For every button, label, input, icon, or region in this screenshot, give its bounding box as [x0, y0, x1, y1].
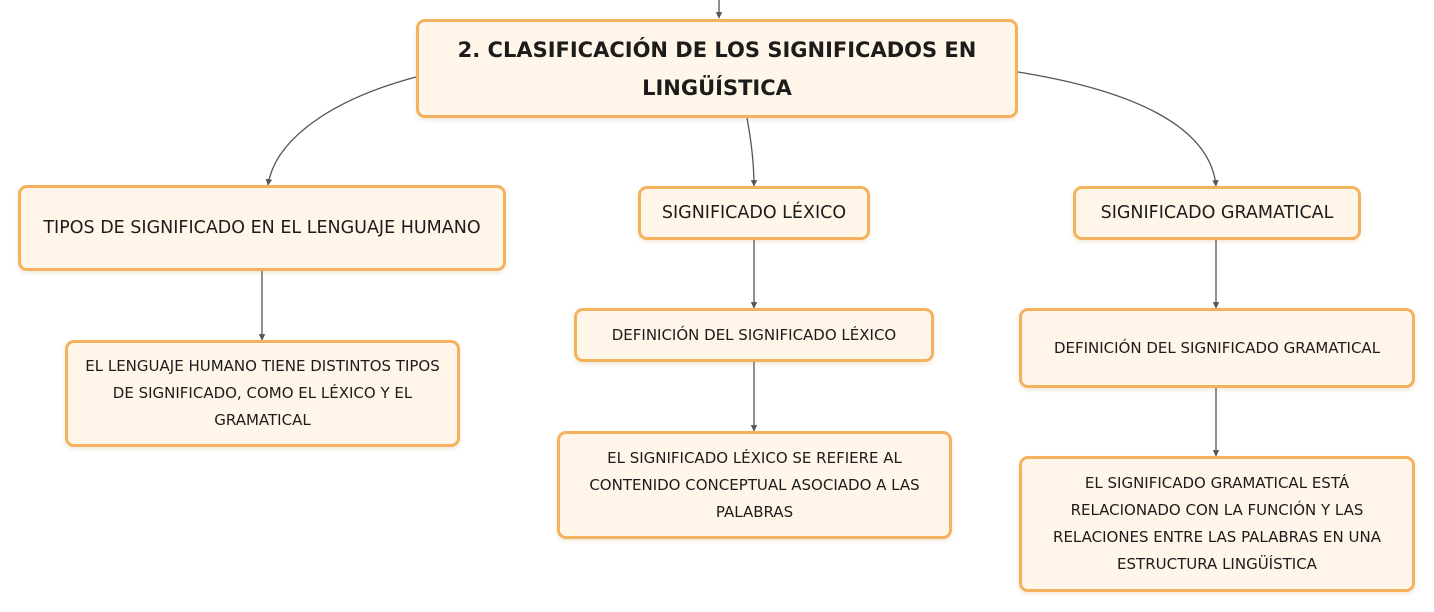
branch-lexico-title: SIGNIFICADO LÉXICO: [661, 203, 847, 223]
tipos-description-node[interactable]: EL LENGUAJE HUMANO TIENE DISTINTOS TIPOS…: [65, 340, 460, 447]
root-topic-title: 2. CLASIFICACIÓN DE LOS SIGNIFICADOS EN …: [457, 37, 977, 100]
branch-tipos-node[interactable]: TIPOS DE SIGNIFICADO EN EL LENGUAJE HUMA…: [18, 185, 506, 271]
connector-root-right: [1017, 71, 1219, 187]
connector-root-middle: [746, 117, 758, 187]
connector-root-left: [265, 76, 417, 186]
root-topic-node[interactable]: 2. CLASIFICACIÓN DE LOS SIGNIFICADOS EN …: [416, 19, 1018, 118]
branch-tipos-title: TIPOS DE SIGNIFICADO EN EL LENGUAJE HUMA…: [43, 218, 481, 238]
gramatical-definition-node[interactable]: DEFINICIÓN DEL SIGNIFICADO GRAMATICAL: [1019, 308, 1415, 388]
gramatical-description-text: EL SIGNIFICADO GRAMATICAL ESTÁ RELACIONA…: [1053, 474, 1381, 573]
lexico-definition-title: DEFINICIÓN DEL SIGNIFICADO LÉXICO: [611, 326, 897, 344]
gramatical-definition-title: DEFINICIÓN DEL SIGNIFICADO GRAMATICAL: [1053, 339, 1381, 357]
branch-lexico-node[interactable]: SIGNIFICADO LÉXICO: [638, 186, 870, 240]
lexico-description-node[interactable]: EL SIGNIFICADO LÉXICO SE REFIERE AL CONT…: [557, 431, 952, 539]
lexico-description-text: EL SIGNIFICADO LÉXICO SE REFIERE AL CONT…: [589, 448, 920, 521]
lexico-definition-node[interactable]: DEFINICIÓN DEL SIGNIFICADO LÉXICO: [574, 308, 934, 362]
gramatical-description-node[interactable]: EL SIGNIFICADO GRAMATICAL ESTÁ RELACIONA…: [1019, 456, 1415, 592]
tipos-description-text: EL LENGUAJE HUMANO TIENE DISTINTOS TIPOS…: [85, 357, 440, 429]
branch-gramatical-node[interactable]: SIGNIFICADO GRAMATICAL: [1073, 186, 1361, 240]
branch-gramatical-title: SIGNIFICADO GRAMATICAL: [1100, 203, 1334, 223]
